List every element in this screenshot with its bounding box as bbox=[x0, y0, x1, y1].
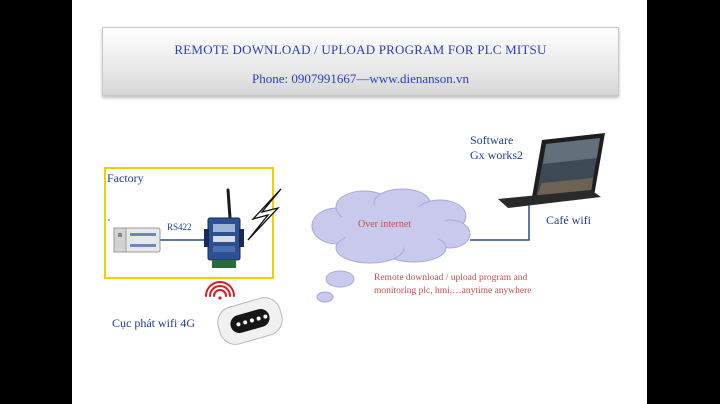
factory-label: Factory bbox=[107, 171, 144, 185]
description-text: Remote download / upload program and mon… bbox=[374, 272, 532, 298]
software-line-2: Gx works2 bbox=[470, 148, 523, 162]
rs422-label: RS422 bbox=[167, 222, 192, 232]
router-icon bbox=[204, 188, 244, 268]
wifi-icon bbox=[205, 281, 235, 300]
cafe-wifi-label: Café wifi bbox=[546, 213, 591, 227]
plc-icon bbox=[113, 227, 161, 253]
cloud-icon bbox=[311, 188, 471, 303]
slide: REMOTE DOWNLOAD / UPLOAD PROGRAM FOR PLC… bbox=[72, 0, 647, 404]
description-line-1: Remote download / upload program and bbox=[374, 273, 528, 283]
factory-box bbox=[104, 167, 274, 279]
page-title: REMOTE DOWNLOAD / UPLOAD PROGRAM FOR PLC… bbox=[174, 42, 547, 57]
software-label: Software Gx works2 bbox=[470, 133, 523, 163]
laptop-icon bbox=[498, 133, 605, 208]
modem-icon bbox=[217, 297, 283, 345]
lightning-icon bbox=[247, 188, 282, 241]
cloud-label: Over internet bbox=[358, 219, 412, 230]
contact-line: Phone: 0907991667—www.dienanson.vn bbox=[252, 71, 469, 86]
software-line-1: Software bbox=[470, 133, 514, 147]
cafe-link bbox=[470, 205, 530, 241]
wifi-device-label: Cục phát wifi 4G bbox=[112, 316, 195, 330]
header-banner: REMOTE DOWNLOAD / UPLOAD PROGRAM FOR PLC… bbox=[102, 27, 619, 96]
diagram-art bbox=[108, 133, 605, 345]
description-line-2: monitoring plc, hmi,…anytime anywhere bbox=[374, 286, 532, 296]
